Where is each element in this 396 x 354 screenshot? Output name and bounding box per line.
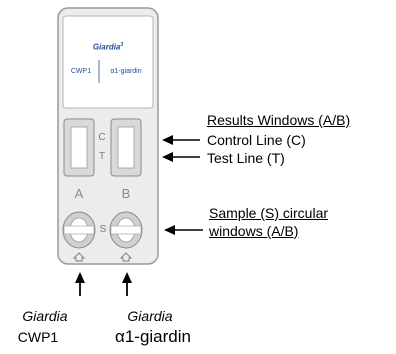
bottom-label-1-italic: Giardia — [22, 308, 68, 324]
brand-label: Giardia3 — [63, 40, 153, 53]
brand-name: Giardia — [92, 42, 121, 52]
arrow-sample-windows — [164, 225, 203, 235]
well-marker-a-icon — [72, 252, 86, 262]
label-panel — [62, 15, 154, 109]
arrow-control-line — [162, 135, 200, 145]
annotation-sample-line2: windows (A/B) — [209, 223, 299, 239]
arrow-up-alpha1-giardin — [122, 272, 132, 296]
channel-letter-b: B — [121, 186, 131, 201]
brand-sup: 3 — [120, 42, 124, 48]
well-marker-b-icon — [119, 252, 133, 262]
sample-letter-s: S — [99, 224, 107, 235]
cassette-sample-label-1: CWP1 — [70, 68, 92, 75]
result-window-b — [110, 118, 142, 177]
bottom-label-2-italic: Giardia — [127, 308, 173, 324]
bottom-label-2-plain: α1-giardin — [115, 327, 191, 346]
cassette-sample-label-2: α1-giardin — [110, 68, 142, 75]
annotation-sample-line1: Sample (S) circular — [209, 205, 329, 221]
window-letter-t: T — [98, 151, 106, 162]
annotation-test-line: Test Line (T) — [207, 150, 285, 166]
annotation-control-line: Control Line (C) — [207, 132, 306, 148]
window-letter-c: C — [98, 132, 106, 143]
arrow-test-line — [162, 152, 200, 162]
bottom-label-1-plain: CWP1 — [17, 329, 59, 345]
channel-letter-a: A — [74, 186, 84, 201]
sample-well-b — [109, 211, 143, 249]
annotation-results-windows: Results Windows (A/B) — [207, 112, 351, 128]
arrow-up-cwp1 — [75, 272, 85, 296]
sample-well-a — [62, 211, 96, 249]
result-window-a — [63, 118, 95, 177]
